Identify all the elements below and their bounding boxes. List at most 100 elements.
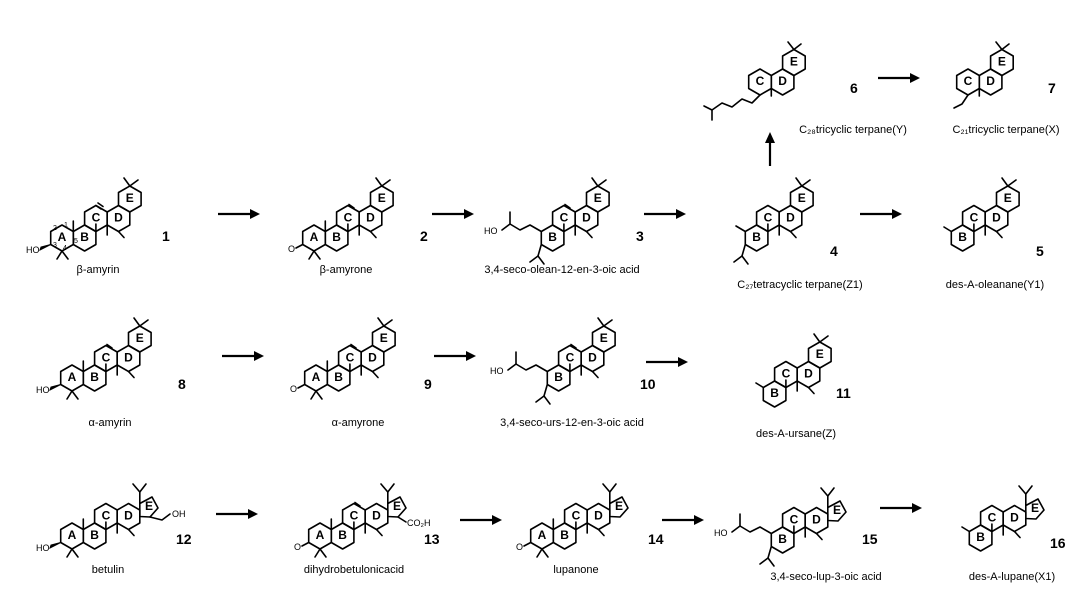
carbonyl-oxygen-label: O — [290, 384, 297, 394]
ring-label-e: E — [380, 331, 388, 345]
compound-number-14: 14 — [648, 531, 664, 547]
structure-12: A B C D E OH HO — [36, 484, 186, 558]
ring-label-b: B — [338, 528, 347, 542]
ring-label-e: E — [393, 499, 401, 513]
arrow-10-to-11 — [646, 357, 688, 367]
structure-16: B C D E — [961, 486, 1044, 551]
structure-15: B C D E HO — [714, 488, 846, 567]
compound-number-11: 11 — [836, 385, 851, 401]
hydroxyl-label: OH — [172, 509, 186, 519]
compound-name-16: des-A-lupane(X1) — [969, 571, 1055, 583]
structure-5: B C D E — [943, 178, 1019, 251]
ring-label-c: C — [344, 211, 353, 225]
arrow-13-to-14 — [460, 515, 502, 525]
ring-label-b: B — [778, 532, 787, 546]
ring-label-b: B — [332, 230, 341, 244]
ring-label-e: E — [790, 55, 798, 69]
ring-label-d: D — [372, 509, 381, 523]
ring-label-a: A — [68, 528, 77, 542]
locant-5: 5 — [74, 238, 78, 245]
compound-name-9: α-amyrone — [332, 417, 385, 429]
compound-name-12: betulin — [92, 564, 124, 576]
structure-10: B C D E HO — [490, 318, 615, 405]
ring-label-d: D — [368, 351, 377, 365]
ring-label-d: D — [804, 367, 813, 381]
hydroxyl-label: HO — [36, 385, 50, 395]
arrow-9-to-10 — [434, 351, 476, 361]
structure-3: B C D E HO — [484, 178, 609, 265]
ring-label-c: C — [782, 367, 791, 381]
arrow-8-to-9 — [222, 351, 264, 361]
ring-label-b: B — [334, 370, 343, 384]
compound-number-13: 13 — [424, 531, 440, 547]
compound-name-11: des-A-ursane(Z) — [756, 428, 836, 440]
ring-label-d: D — [986, 74, 995, 88]
ring-label-b: B — [548, 230, 557, 244]
compound-name-10: 3,4-seco-urs-12-en-3-oic acid — [500, 417, 644, 429]
compound-name-2: β-amyrone — [320, 264, 373, 276]
carbonyl-oxygen-label: O — [294, 542, 301, 552]
ring-label-d: D — [1010, 511, 1019, 525]
ring-label-d: D — [778, 74, 787, 88]
ring-label-c: C — [756, 74, 765, 88]
ring-label-d: D — [812, 513, 821, 527]
ring-label-a: A — [68, 370, 77, 384]
locant-1: 1 — [64, 222, 68, 229]
ring-label-b: B — [752, 230, 761, 244]
ring-label-c: C — [350, 509, 359, 523]
hydroxyl-label: HO — [26, 245, 40, 255]
ring-label-c: C — [790, 513, 799, 527]
structure-14: A B C D E O — [516, 484, 628, 558]
compound-number-15: 15 — [862, 531, 878, 547]
compound-name-1: β-amyrin — [77, 264, 120, 276]
arrow-14-to-15 — [662, 515, 704, 525]
ring-label-b: B — [770, 386, 779, 400]
structure-2: A B C D E O — [288, 178, 393, 260]
carboxylic-acid-label: CO₂H — [407, 518, 431, 528]
ring-label-e: E — [1004, 191, 1012, 205]
compound-number-16: 16 — [1050, 535, 1066, 551]
ring-label-a: A — [58, 230, 67, 244]
compound-number-1: 1 — [162, 228, 170, 244]
compound-name-14: lupanone — [553, 564, 598, 576]
ring-label-a: A — [316, 528, 325, 542]
structure-7: C D E — [953, 42, 1013, 109]
ring-label-e: E — [136, 331, 144, 345]
ring-label-c: C — [988, 511, 997, 525]
ring-label-d: D — [114, 211, 123, 225]
ring-label-d: D — [582, 211, 591, 225]
arrow-2-to-3 — [432, 209, 474, 219]
structure-11: B C D E — [755, 334, 831, 407]
compound-number-8: 8 — [178, 376, 186, 392]
arrow-12-to-13 — [216, 509, 258, 519]
ring-label-c: C — [970, 211, 979, 225]
compound-name-7: C₂₁tricyclic terpane(X) — [952, 124, 1059, 136]
arrow-4-to-5 — [860, 209, 902, 219]
arrow-4-to-6 — [765, 132, 775, 166]
ring-label-b: B — [958, 230, 967, 244]
compound-number-5: 5 — [1036, 243, 1044, 259]
ring-label-a: A — [312, 370, 321, 384]
ring-label-c: C — [102, 509, 111, 523]
structure-4: B C D E — [733, 178, 813, 265]
ring-label-e: E — [816, 347, 824, 361]
compound-number-4: 4 — [830, 243, 838, 259]
ring-label-c: C — [572, 509, 581, 523]
ring-label-c: C — [346, 351, 355, 365]
ring-label-e: E — [615, 499, 623, 513]
arrow-1-to-2 — [218, 209, 260, 219]
ring-label-b: B — [560, 528, 569, 542]
ring-label-d: D — [786, 211, 795, 225]
compound-name-8: α-amyrin — [88, 417, 131, 429]
ring-label-d: D — [594, 509, 603, 523]
ring-label-e: E — [998, 55, 1006, 69]
ring-label-e: E — [600, 331, 608, 345]
compound-name-3: 3,4-seco-olean-12-en-3-oic acid — [484, 264, 639, 276]
ring-label-c: C — [560, 211, 569, 225]
ring-label-e: E — [378, 191, 386, 205]
compound-name-5: des-A-oleanane(Y1) — [946, 279, 1044, 291]
compound-number-7: 7 — [1048, 80, 1056, 96]
arrow-3-to-4 — [644, 209, 686, 219]
locant-3: 3 — [53, 242, 57, 249]
compound-name-15: 3,4-seco-lup-3-oic acid — [770, 571, 881, 583]
